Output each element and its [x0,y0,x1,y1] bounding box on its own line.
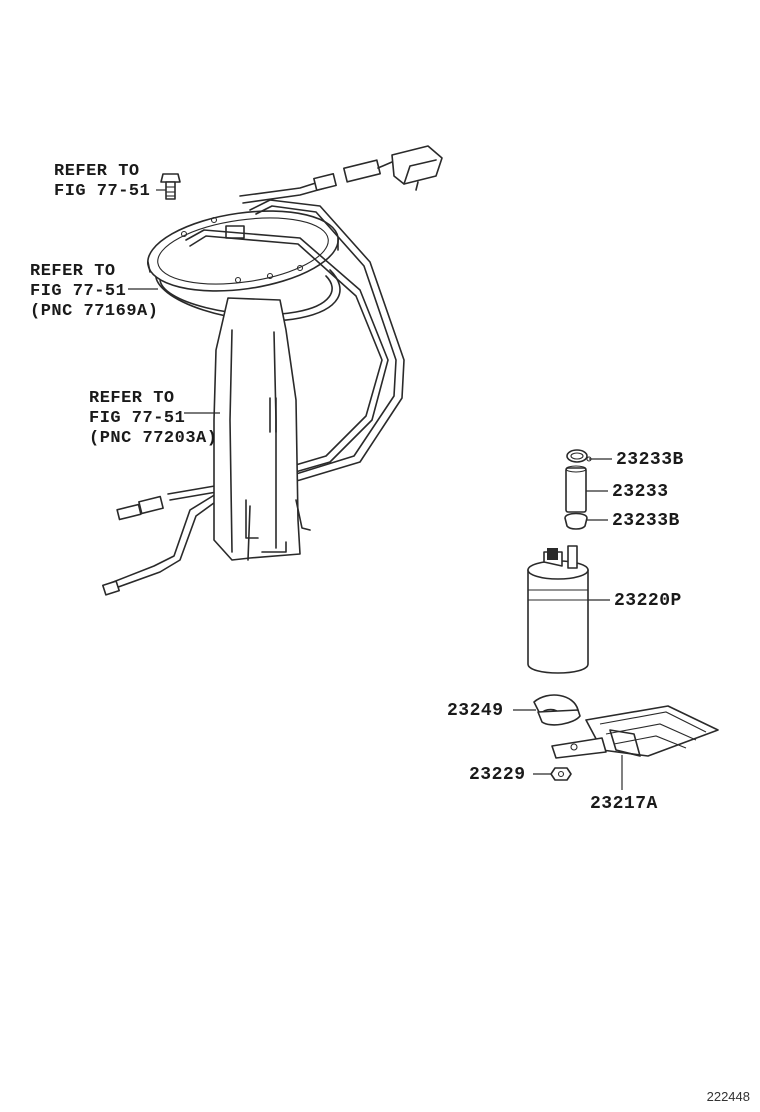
refer-gasket-line3: (PNC 77169A) [30,302,159,321]
refer-gasket-line1: REFER TO [30,262,116,281]
wire-connector-drawing [239,145,443,204]
bolt-drawing [160,173,181,200]
part-label-cushion[interactable]: 23249 [447,701,504,721]
part-label-filter[interactable]: 23217A [590,794,658,814]
refer-bracket-line1: REFER TO [89,389,175,408]
figure-number: 222448 [706,1089,750,1104]
refer-bracket-line3: (PNC 77203A) [89,429,218,448]
refer-gasket-line2: FIG 77-51 [30,282,127,301]
filter-drawing [551,705,719,759]
fuel-pump-drawing [527,545,589,674]
cushion-drawing [533,694,581,726]
part-label-clamp-upper[interactable]: 23233B [616,450,684,470]
part-label-clamp-lower[interactable]: 23233B [612,511,680,531]
refer-bolt-line1: REFER TO [54,162,140,181]
refer-bolt-line2: FIG 77-51 [54,182,151,201]
leader-lines [128,189,623,790]
pump-bracket-drawing [101,199,405,596]
part-label-fuel-pump[interactable]: 23220P [614,591,682,611]
part-label-hose[interactable]: 23233 [612,482,669,502]
clamp-upper-drawing [566,449,592,463]
nut-drawing [550,767,572,781]
hose-drawing [565,465,587,513]
refer-bracket-line2: FIG 77-51 [89,409,186,428]
clamp-lower-drawing [564,512,588,530]
part-label-nut[interactable]: 23229 [469,765,526,785]
